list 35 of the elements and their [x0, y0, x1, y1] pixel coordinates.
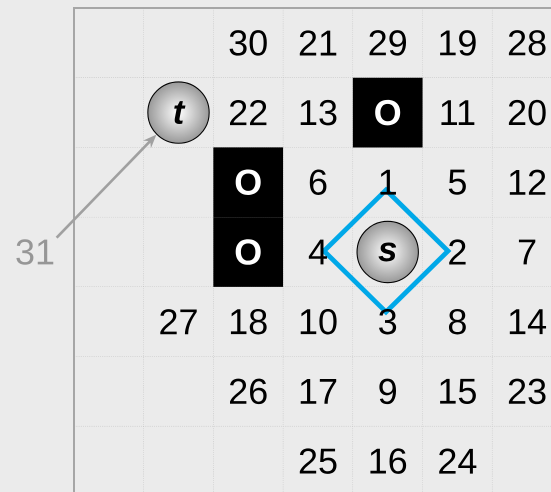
cell-number: 21: [300, 30, 336, 56]
cell-number: 28: [508, 30, 546, 56]
cell-number: 2: [449, 239, 466, 265]
cell-number: 9: [379, 378, 396, 404]
cell-number: 14: [510, 309, 546, 334]
cell-number: 6: [310, 169, 326, 195]
obstacle-cell: O: [352, 78, 423, 148]
callout-number: 31: [16, 239, 54, 265]
cell-number: 17: [300, 379, 336, 404]
cell-number: 20: [508, 100, 546, 126]
cell-number: 30: [230, 30, 267, 56]
cell-number: 12: [510, 170, 546, 195]
cell-number: 26: [230, 378, 267, 404]
cell-number: 11: [441, 100, 474, 125]
cell-number: 13: [300, 100, 336, 126]
cell-number: 8: [448, 308, 466, 334]
obstacle-cell: O: [213, 217, 284, 287]
cell-number: 22: [230, 100, 266, 126]
cell-number: 1: [380, 170, 396, 195]
cell-number: 27: [160, 309, 197, 334]
node-label: O: [236, 239, 261, 265]
obstacle-cell: O: [213, 147, 284, 218]
cell-number: 25: [300, 448, 336, 474]
node-label: O: [236, 169, 261, 195]
cell-number: 15: [440, 378, 476, 404]
cell-number: 19: [440, 30, 476, 56]
cell-number: 16: [370, 448, 406, 474]
cell-number: 24: [439, 448, 476, 474]
cell-number: 7: [518, 240, 536, 264]
cell-number: 4: [308, 240, 327, 264]
cell-number: 23: [508, 378, 546, 404]
cell-number: 10: [300, 308, 337, 334]
cell-number: 5: [448, 170, 466, 195]
cell-number: 3: [379, 308, 396, 334]
cell-number: 18: [230, 308, 267, 334]
